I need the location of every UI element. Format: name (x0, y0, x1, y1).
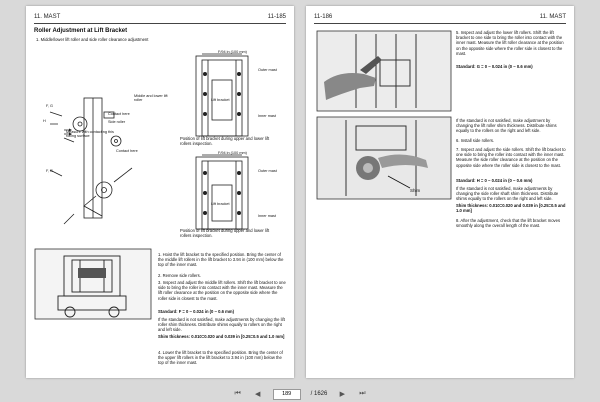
label-contact-here-2: Contact here (116, 149, 138, 153)
page-number-input[interactable] (272, 388, 301, 400)
fig2-caption: Position of lift bracket during upper an… (180, 228, 270, 239)
standard-g: Standard: G = 0 ~ 0.024 in (0 ~ 0.6 mm) (456, 64, 533, 69)
header-rule (34, 23, 286, 24)
standard-f: Standard: F = 0 ~ 0.024 in (0 ~ 0.6 mm) (158, 309, 234, 314)
forklift-illustration (34, 248, 152, 320)
label-middle-lower-roller: Middle and lower lift roller (134, 94, 168, 102)
last-page-icon[interactable]: ⏭ (359, 390, 366, 397)
viewer-toolbar: ⏮ ◀ / 1626 ▶ ⏭ (0, 386, 600, 402)
not-satisfied-note: If the standard is not satisfied, make a… (158, 317, 285, 333)
label-fg-bottom: F, G (46, 169, 53, 173)
step-3: 3. Inspect and adjust the middle lift ro… (158, 280, 286, 301)
fig1-caption: Position of lift bracket during upper an… (180, 136, 270, 147)
label-contact-here-1: Contact here (108, 112, 130, 116)
label-measure-contact: Measure with contacting this rolling sur… (66, 130, 114, 138)
fig2-lift-bracket: Lift bracket (211, 202, 230, 206)
step-5: 5. Inspect and adjust the lower lift rol… (456, 30, 564, 56)
fig2-dimension: F/94 in (100 mm) (218, 151, 247, 155)
page-header-left: 11. MAST (34, 14, 61, 20)
roller-detail-diagram (49, 97, 133, 225)
mast-diagram-upper (195, 53, 249, 137)
page-number: 11-186 (314, 14, 333, 20)
fig1-lift-bracket: Lift bracket (211, 98, 230, 102)
photo-lower-roller-inspection (316, 30, 452, 112)
shim-thickness: Shim thickness: 0.010=0.020 and 0.039 in… (158, 334, 285, 339)
fig1-outer-mast: Outer mast (258, 68, 277, 72)
step-2: 2. Remove side rollers. (158, 273, 201, 278)
shim-thickness: Shim thickness: 0.010=0.020 and 0.039 in… (456, 203, 566, 214)
label-side-roller: Side roller (108, 120, 126, 124)
shim-label: Shim (410, 188, 421, 193)
not-satisfied-note-2: If the standard is not satisfied, make a… (456, 186, 559, 202)
mast-diagram-lower (195, 154, 249, 230)
document-page-left: 11. MAST 11-185 Roller Adjustment at Lif… (26, 6, 294, 378)
photo-side-roller-shim (316, 116, 452, 200)
step-7: 7. Inspect and adjust the side rollers. … (456, 147, 566, 168)
page-header-right: 11. MAST (539, 14, 566, 20)
step-1: 1. Hoist the lift bracket to the specifi… (158, 252, 284, 268)
standard-h: Standard: H = 0 ~ 0.024 in (0 ~ 0.6 mm) (456, 178, 533, 183)
fig1-dimension: F/94 in (100 mm) (218, 50, 247, 54)
not-satisfied-note-1: If the standard is not satisfied, make a… (456, 118, 557, 134)
step-8: 8. After the adjustment, check that the … (456, 218, 561, 229)
prev-page-icon[interactable]: ◀ (254, 391, 261, 398)
page-number: 11-185 (267, 14, 286, 20)
next-page-icon[interactable]: ▶ (339, 391, 346, 398)
step-heading: 1. Middle/lower lift roller and side rol… (36, 37, 149, 42)
step-6: 6. Install side rollers. (456, 138, 495, 143)
section-title: Roller Adjustment at Lift Bracket (34, 28, 128, 34)
fig2-outer-mast: Outer mast (258, 169, 277, 173)
fig2-inner-mast: Inner mast (258, 214, 276, 218)
document-page-right: 11-186 11. MAST 5. Inspect and adjust th… (306, 6, 574, 378)
first-page-icon[interactable]: ⏮ (234, 390, 241, 397)
fig1-inner-mast: Inner mast (258, 114, 276, 118)
label-h: H (43, 119, 46, 123)
label-fg-top: F, G (46, 104, 53, 108)
header-rule (314, 23, 566, 24)
step-4: 4. Lower the lift bracket to the specifi… (158, 350, 283, 366)
page-total: / 1626 (310, 391, 328, 397)
